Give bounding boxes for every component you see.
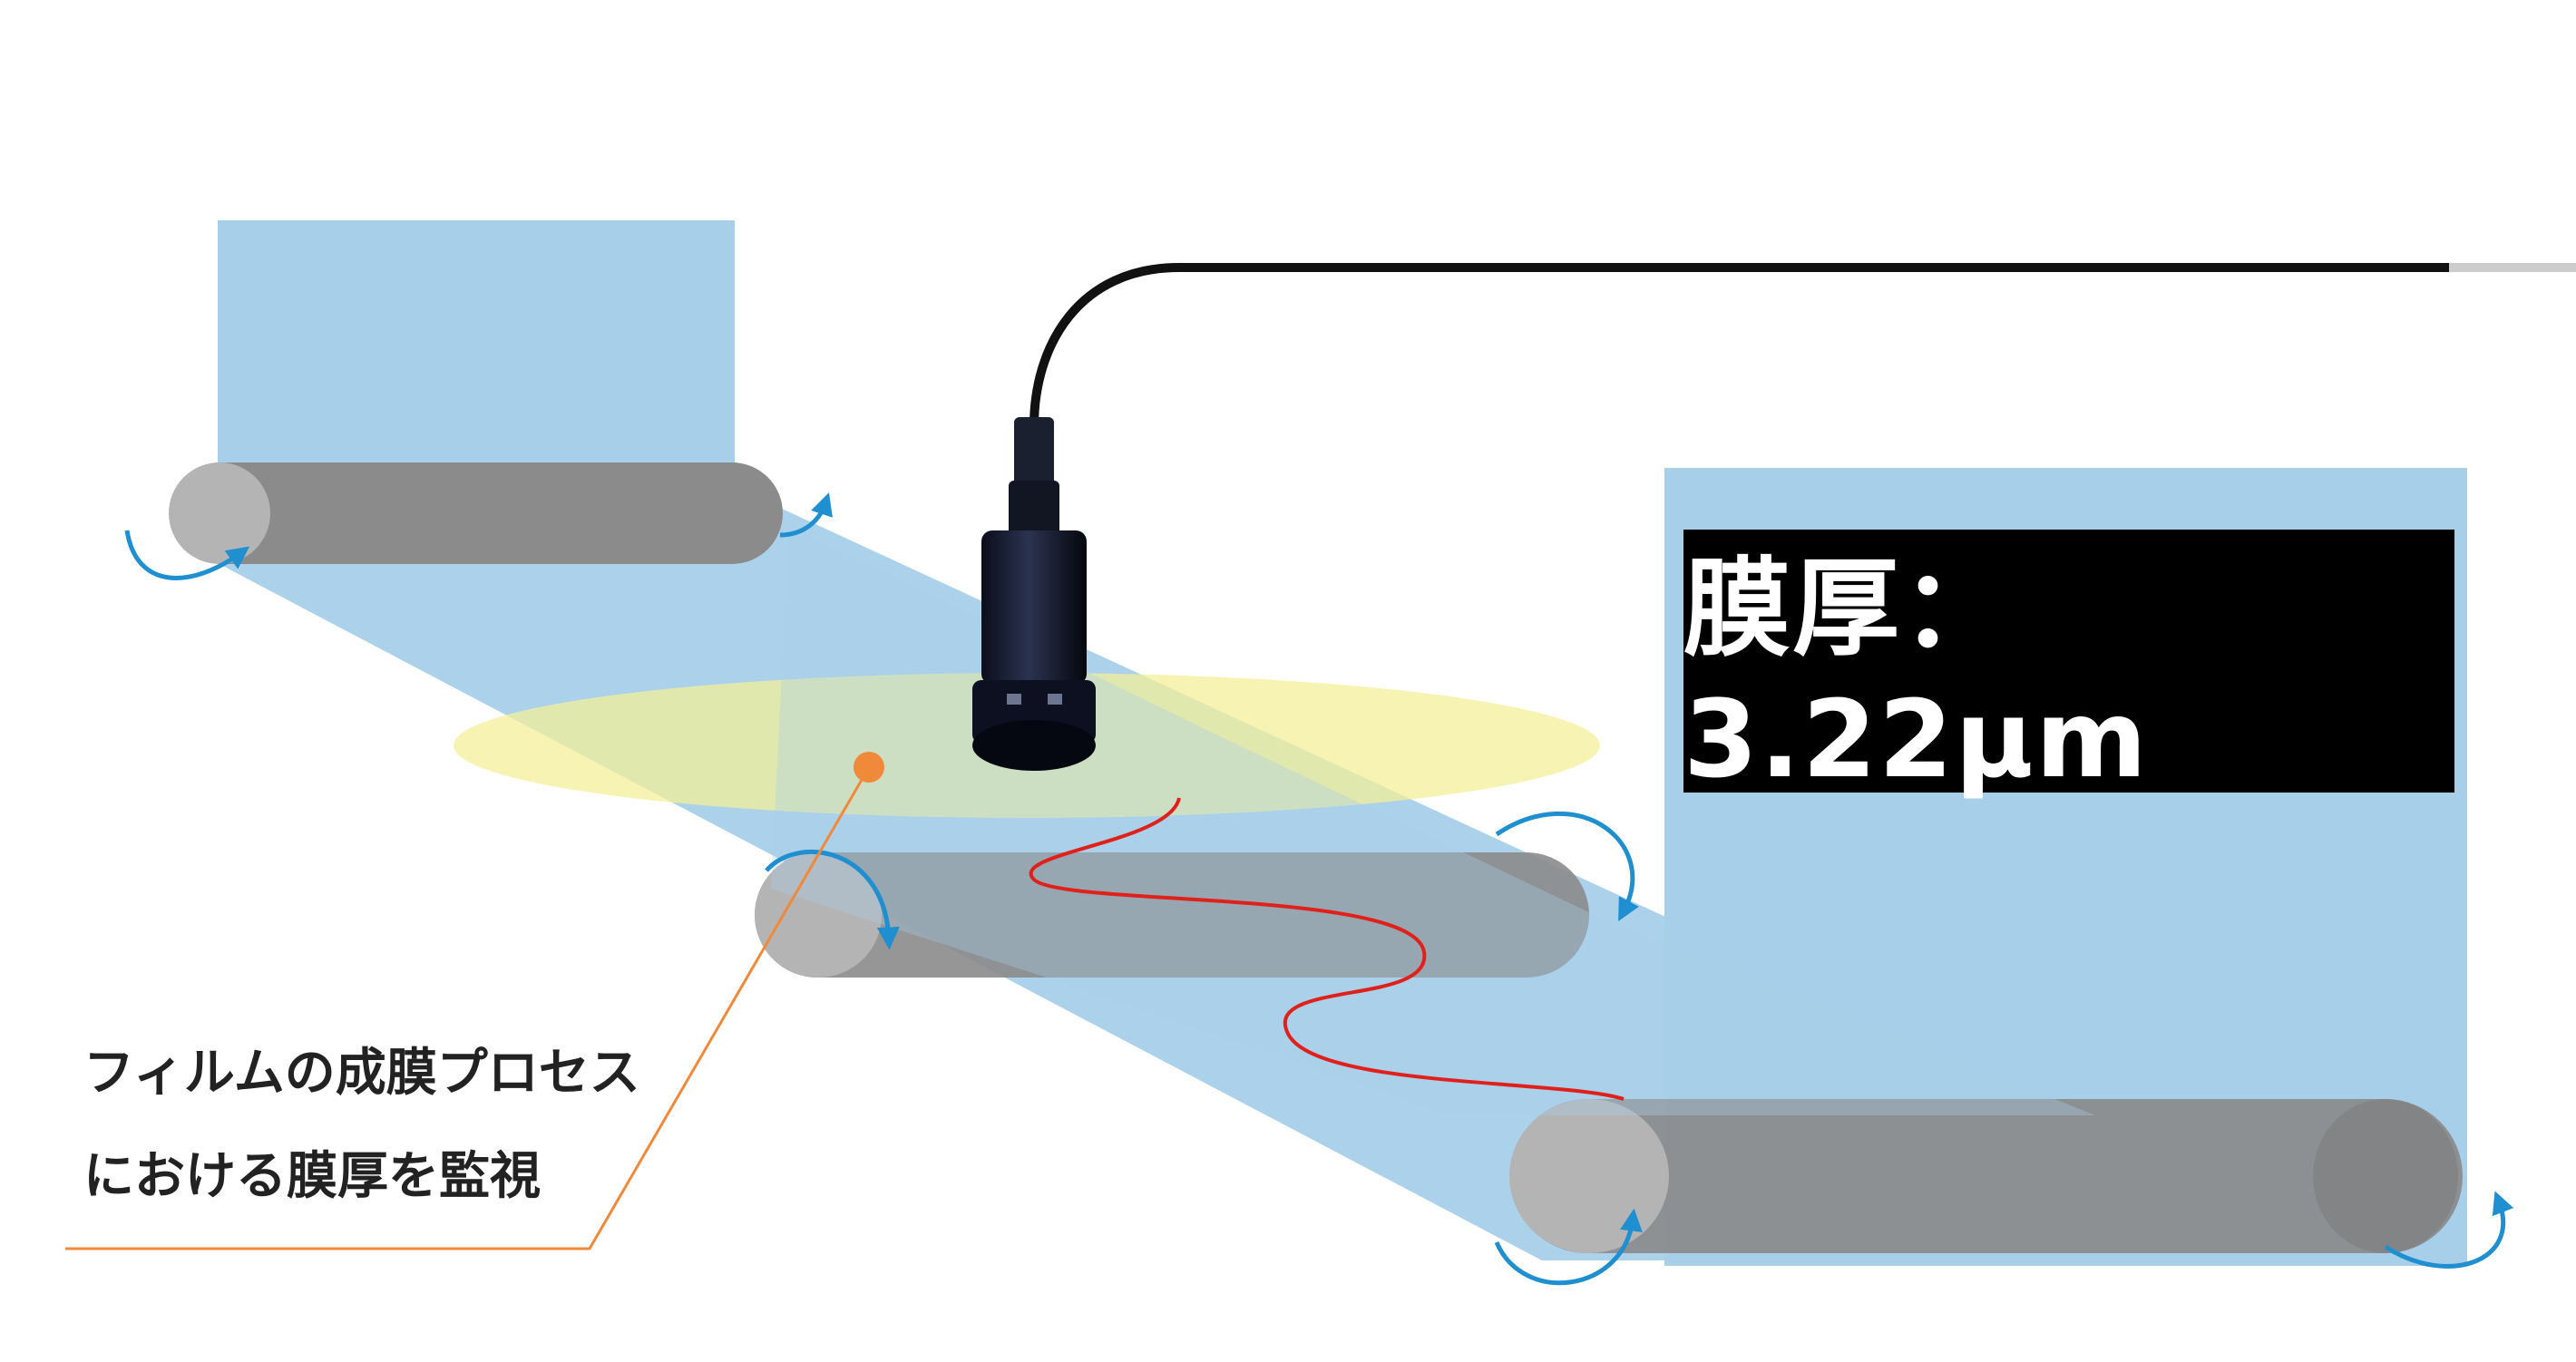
upper-film-block bbox=[218, 220, 735, 479]
rotation-arrow-icon bbox=[124, 492, 2514, 1286]
callout-leader bbox=[65, 752, 884, 1250]
middle-roller bbox=[755, 852, 1589, 978]
thickness-wave bbox=[1029, 797, 1625, 1101]
sensor-cable bbox=[1029, 263, 2449, 427]
bottom-roller bbox=[1509, 1099, 2463, 1253]
sensor-probe-icon bbox=[972, 417, 1096, 771]
caption-line-1: フィルムの成膜プロセス bbox=[83, 1044, 640, 1103]
top-roller bbox=[169, 462, 783, 564]
thickness-readout: 膜厚：3.22μm bbox=[1683, 530, 2454, 802]
film-web-overlay bbox=[771, 526, 2095, 1115]
caption-line-2: における膜厚を監視 bbox=[83, 1147, 541, 1206]
